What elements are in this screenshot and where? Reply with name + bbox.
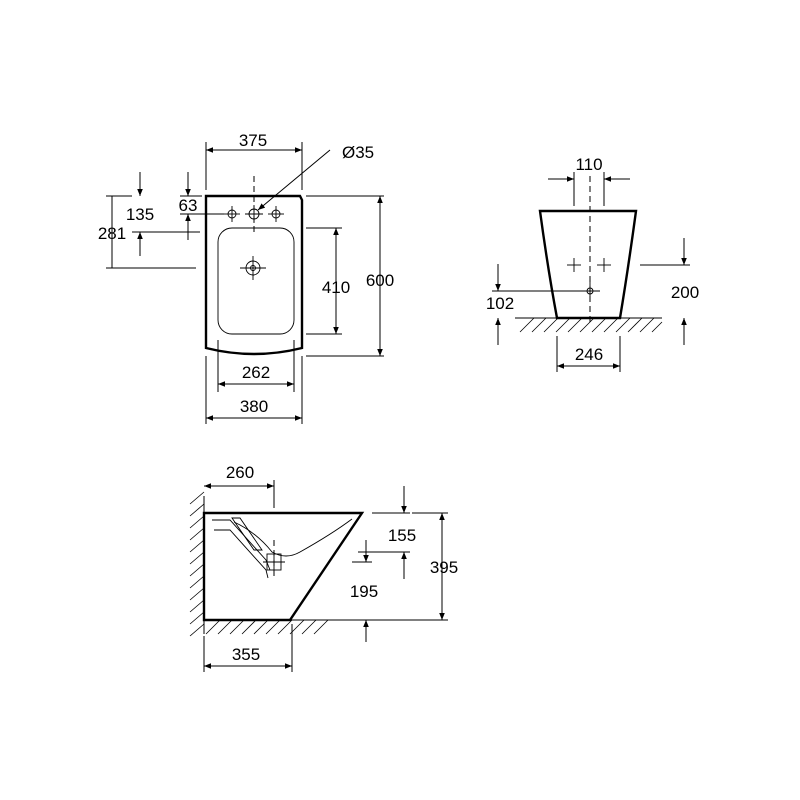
front-view: 110 102 200 246 xyxy=(486,155,699,372)
fixing-holes-icon xyxy=(567,258,611,300)
dim-diameter-35: Ø35 xyxy=(342,143,374,162)
dim-155: 155 xyxy=(388,526,416,545)
dim-195: 195 xyxy=(350,582,378,601)
bidet-outline-front xyxy=(538,209,638,320)
dim-395: 395 xyxy=(430,558,458,577)
dim-102: 102 xyxy=(486,294,514,313)
bidet-outline-top xyxy=(204,194,304,356)
bidet-outline-side xyxy=(202,511,365,622)
drain-icon xyxy=(240,256,266,280)
dim-260: 260 xyxy=(226,463,254,482)
dim-262: 262 xyxy=(242,363,270,382)
dim-281: 281 xyxy=(98,224,126,243)
dim-380: 380 xyxy=(240,397,268,416)
bowl-outline-top xyxy=(217,227,295,335)
wall-hatch xyxy=(189,491,205,637)
dim-200: 200 xyxy=(671,283,699,302)
top-view: 375 Ø35 63 135 281 410 600 262 xyxy=(98,131,394,424)
dim-410: 410 xyxy=(322,278,350,297)
side-view: 260 155 395 195 355 xyxy=(189,463,458,672)
dim-375: 375 xyxy=(239,131,267,150)
dim-63: 63 xyxy=(179,196,198,215)
dim-110: 110 xyxy=(575,155,602,174)
dim-246: 246 xyxy=(575,345,603,364)
floor-hatch-front xyxy=(515,317,663,333)
dim-600: 600 xyxy=(366,271,394,290)
floor-hatch-side xyxy=(204,619,330,635)
bowl-profile-side xyxy=(233,518,353,557)
dim-135: 135 xyxy=(126,205,154,224)
dim-355: 355 xyxy=(232,645,260,664)
